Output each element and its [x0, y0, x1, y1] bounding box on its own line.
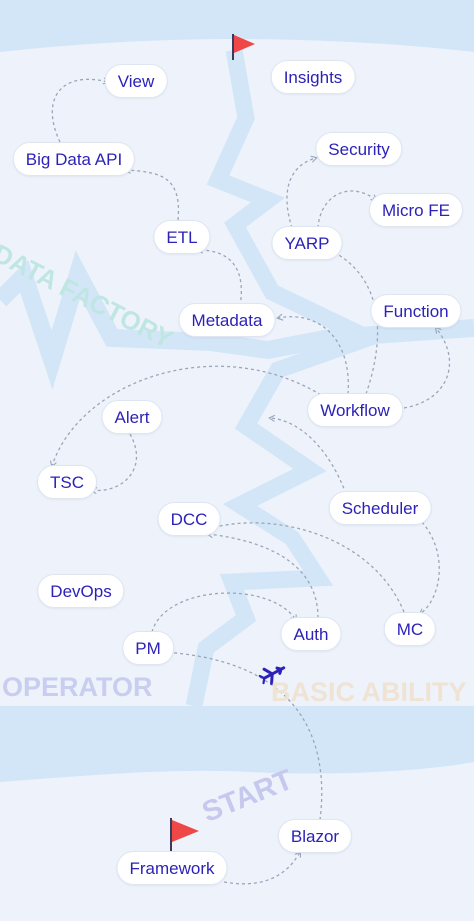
start-flag-icon [170, 818, 199, 852]
connector-scheduler-workflow [268, 414, 347, 495]
node-alert[interactable]: Alert [101, 400, 163, 434]
goal-flag-icon [232, 34, 255, 60]
connector-mc-dcc [198, 522, 405, 613]
node-yarp[interactable]: YARP [271, 226, 343, 260]
connectors [49, 77, 451, 885]
node-view[interactable]: View [104, 64, 168, 98]
node-security[interactable]: Security [315, 132, 403, 166]
region-label-basic-ability: BASIC ABILITY [271, 677, 467, 707]
node-scheduler[interactable]: Scheduler [328, 491, 432, 525]
connector-workflow-yarp [328, 248, 379, 395]
node-pm[interactable]: PM [122, 631, 174, 665]
node-framework[interactable]: Framework [116, 851, 228, 885]
node-function[interactable]: Function [370, 294, 462, 328]
node-workflow[interactable]: Workflow [307, 393, 403, 427]
data-factory-road [0, 250, 474, 390]
connector-etl-bigdata [124, 166, 180, 221]
node-insights[interactable]: Insights [270, 60, 356, 94]
connector-framework-blazor [223, 850, 301, 885]
main-road [185, 48, 391, 708]
region-label-operator: OPERATOR [2, 672, 153, 702]
connector-yarp-microfe [317, 190, 378, 229]
node-auth[interactable]: Auth [280, 617, 342, 651]
node-mc[interactable]: MC [383, 612, 437, 646]
connector-yarp-security [286, 155, 318, 229]
node-etl[interactable]: ETL [153, 220, 211, 254]
connector-bigdata-view [51, 77, 110, 143]
node-micro-fe[interactable]: Micro FE [369, 193, 463, 227]
connector-metadata-etl [196, 246, 242, 307]
airplane-icon [258, 666, 286, 685]
node-tsc[interactable]: TSC [37, 465, 97, 499]
node-blazor[interactable]: Blazor [277, 819, 353, 853]
connector-workflow-tsc [49, 365, 327, 468]
node-big-data-api[interactable]: Big Data API [12, 142, 136, 176]
connector-workflow-metadata [276, 313, 349, 395]
connector-scheduler-mc [418, 521, 440, 616]
node-dcc[interactable]: DCC [157, 502, 221, 536]
node-devops[interactable]: DevOps [37, 574, 125, 608]
operator-band [0, 706, 474, 782]
top-band [0, 0, 474, 52]
connector-blazor-pm [160, 648, 323, 821]
connector-workflow-function [403, 326, 451, 409]
connector-alert-tsc [90, 433, 137, 495]
node-metadata[interactable]: Metadata [178, 303, 276, 337]
connector-auth-dcc [206, 530, 319, 619]
